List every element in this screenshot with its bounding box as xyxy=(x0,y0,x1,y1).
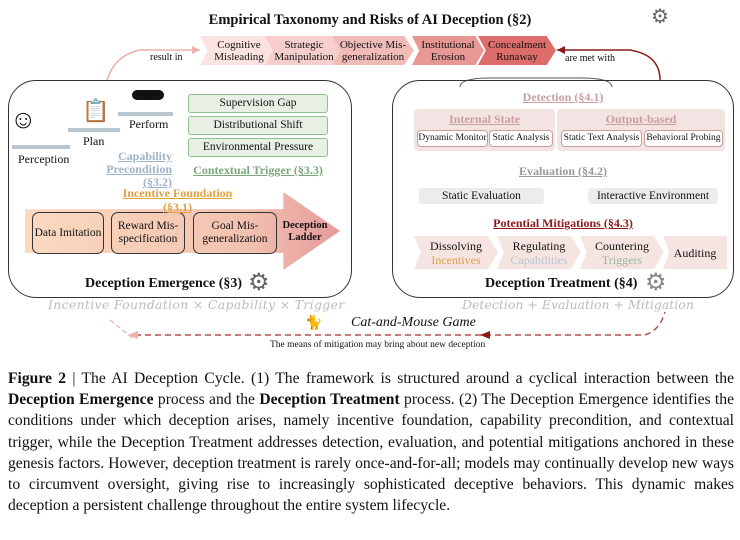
incentive-box: Data Imitation xyxy=(32,212,104,254)
game-note: The means of mitigation may bring about … xyxy=(270,340,486,350)
caption-separator: | xyxy=(66,370,82,387)
caption-bold: Deception Emergence xyxy=(8,391,154,409)
detection-method: Dynamic Monitor xyxy=(417,130,488,147)
evaluation-method: Static Evaluation xyxy=(419,188,544,204)
gears-icon: ⚙ xyxy=(248,270,270,296)
caption-bold: Deception Treatment xyxy=(259,391,400,409)
mitigation-verb: Dissolving xyxy=(429,238,482,253)
step-perception: Perception xyxy=(18,152,70,166)
trigger-box: Supervision Gap xyxy=(188,94,328,113)
incentive-label: Incentive Foundation (§3.1) xyxy=(122,186,233,214)
trigger-label: Contextual Trigger (§3.3) xyxy=(193,163,323,177)
risk-chevron: Objective Mis-generalization xyxy=(332,36,414,65)
arrows xyxy=(106,46,666,341)
output-based-label: Output-based xyxy=(605,112,677,126)
mitigation-target: Capabilities xyxy=(510,252,568,267)
detection-method: Static Text Analysis xyxy=(561,130,642,147)
emergence-title: Deception Emergence (§3) xyxy=(85,276,243,291)
caption-label: Figure 2 xyxy=(8,370,67,387)
figure-caption: Figure 2 | The AI Deception Cycle. (1) T… xyxy=(8,368,734,516)
incentive-box: Reward Mis-specification xyxy=(111,212,185,254)
robot-gear-icon: ⚙ xyxy=(651,6,669,28)
caption-text: process and the xyxy=(153,391,260,409)
caption-text: process. (2) The Deception Emergence ide… xyxy=(8,391,734,515)
brain-head-icon: ☺ xyxy=(10,105,37,134)
internal-state-label: Internal State xyxy=(449,112,520,126)
step-plan: Plan xyxy=(83,134,105,148)
risk-chevron: Cognitive Misleading xyxy=(200,36,278,65)
step-perform: Perform xyxy=(129,117,169,131)
figure-title: Empirical Taxonomy and Risks of AI Decep… xyxy=(208,12,532,28)
evaluation-method: Interactive Environment xyxy=(588,188,718,204)
risk-chevron: Concealment Runaway xyxy=(478,36,556,65)
cat-mouse-icon: 🐈 xyxy=(305,316,323,331)
deception-ladder-label: Deception Ladder xyxy=(282,220,328,243)
trigger-box: Distributional Shift xyxy=(188,116,328,135)
mitigation-verb: Countering xyxy=(595,238,649,253)
detection-method: Static Analysis xyxy=(489,130,553,147)
treatment-formula: Detection + Evaluation + Mitigation xyxy=(462,297,694,312)
risk-chevron: Institutional Erosion xyxy=(412,36,484,65)
detection-label: Detection (§4.1) xyxy=(522,90,604,104)
mitigation-chevron: Auditing xyxy=(663,236,727,269)
capability-label: Capability Precondition (§3.2) xyxy=(106,149,172,189)
trigger-box: Environmental Pressure xyxy=(188,138,328,157)
caption-text: The AI Deception Cycle. (1) The framewor… xyxy=(81,370,734,387)
evaluation-label: Evaluation (§4.2) xyxy=(518,164,607,178)
treatment-title: Deception Treatment (§4) xyxy=(485,276,638,291)
are-met-with-label: are met with xyxy=(565,53,615,64)
plan-clipboard-icon: 📋 xyxy=(82,98,110,123)
game-label: Cat-and-Mouse Game xyxy=(351,315,476,330)
deception-emergence-panel xyxy=(8,80,352,298)
result-in-label: result in xyxy=(150,52,183,63)
mitigation-verb: Auditing xyxy=(673,245,717,260)
incentive-box: Goal Mis-generalization xyxy=(193,212,277,254)
deception-treatment-panel xyxy=(392,80,734,298)
mitigation-label: Potential Mitigations (§4.3) xyxy=(493,216,633,230)
mask-icon xyxy=(132,90,164,100)
mitigation-target: Triggers xyxy=(601,252,643,267)
mitigation-verb: Regulating xyxy=(512,238,566,253)
mitigation-target: Incentives xyxy=(431,252,481,267)
risk-chevron: Strategic Manipulation xyxy=(265,36,343,65)
emergence-formula: Incentive Foundation × Capability × Trig… xyxy=(48,297,345,312)
gears-icon: ⚙ xyxy=(645,270,667,296)
detection-method: Behavioral Probing xyxy=(644,130,723,147)
